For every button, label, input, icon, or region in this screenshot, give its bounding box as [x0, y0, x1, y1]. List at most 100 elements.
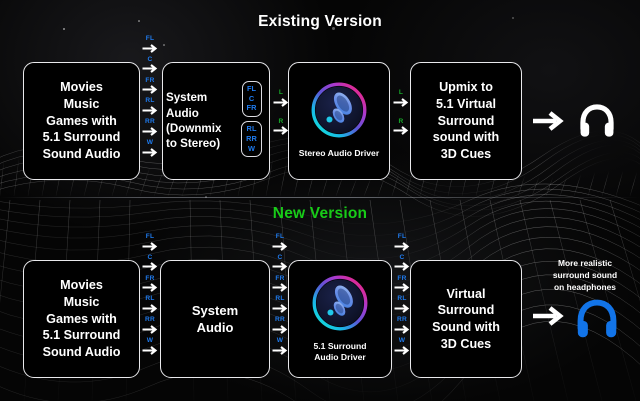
- channel-label: FR: [145, 76, 155, 84]
- new-output-arrow-icon: [532, 305, 566, 327]
- channel-label: C: [147, 55, 153, 63]
- existing-arrow-in-fl: FL: [142, 35, 159, 53]
- arrow-right-icon: [142, 64, 159, 74]
- new-system-audio-text: System Audio: [191, 302, 239, 335]
- arrow-right-icon: [393, 97, 410, 107]
- new-arrow-mid-c: C: [272, 254, 289, 272]
- existing-output-arrow-icon: [532, 110, 566, 132]
- new-headphones-icon: [575, 298, 619, 340]
- sparkle: [205, 196, 207, 198]
- arrow-right-icon: [142, 345, 159, 355]
- channel-label: FR: [145, 274, 155, 282]
- channel-label: RR: [145, 316, 155, 324]
- channel-label: RR: [275, 316, 285, 324]
- channel-label: RL: [145, 295, 155, 303]
- arrow-right-icon: [273, 97, 290, 107]
- new-arrow-out-w: W: [394, 337, 411, 355]
- existing-arrow-upmix-r: R: [393, 117, 410, 136]
- arrow-right-icon: [142, 126, 159, 136]
- new-arrow-mid-rr: RR: [272, 317, 289, 334]
- existing-arrow-upmix-l: L: [393, 89, 410, 107]
- new-arrow-in-rl: RL: [142, 296, 159, 313]
- new-system-audio-box: System Audio: [160, 260, 270, 378]
- new-arrow-mid-fr: FR: [272, 274, 289, 293]
- new-output-caption: More realistic surround sound on headpho…: [552, 258, 618, 292]
- arrow-right-icon: [142, 43, 159, 53]
- existing-channel-arrows-in: FL C FR RL RR W: [138, 35, 162, 157]
- channel-badge-w: W: [248, 143, 256, 153]
- channel-label: FL: [145, 35, 155, 42]
- channel-label: RL: [145, 97, 155, 105]
- new-driver-box: 5.1 Surround Audio Driver: [288, 260, 392, 378]
- existing-arrow-stereo-r: R: [273, 117, 290, 136]
- new-arrow-out-rl: RL: [394, 296, 411, 313]
- arrow-right-icon: [394, 241, 411, 251]
- new-arrow-in-w: W: [142, 336, 159, 355]
- arrow-right-icon: [273, 126, 290, 136]
- existing-driver-caption: Stereo Audio Driver: [298, 148, 380, 159]
- channel-badge-c: C: [248, 93, 255, 103]
- new-source-box: Movies Music Games with 5.1 Surround Sou…: [23, 260, 140, 378]
- channel-label: RL: [275, 295, 285, 303]
- channel-label: L: [398, 89, 404, 96]
- arrow-right-icon: [142, 283, 159, 292]
- new-arrow-out-fr: FR: [394, 274, 411, 293]
- arrow-right-icon: [393, 126, 410, 136]
- new-arrow-mid-rl: RL: [272, 296, 289, 313]
- channel-label: C: [399, 253, 405, 261]
- arrow-right-icon: [272, 304, 289, 313]
- existing-headphones-icon: [578, 103, 616, 139]
- arrow-right-icon: [142, 324, 159, 334]
- existing-arrow-in-rl: RL: [142, 98, 159, 115]
- channel-badge-fr: FR: [246, 103, 257, 113]
- channel-badge-rl: RL: [246, 124, 257, 134]
- existing-arrow-in-rr: RR: [142, 119, 159, 136]
- new-arrow-mid-w: W: [272, 337, 289, 355]
- arrow-right-icon: [272, 262, 289, 272]
- surround-sound-app-icon: [311, 82, 367, 143]
- new-source-text: Movies Music Games with 5.1 Surround Sou…: [42, 278, 121, 359]
- existing-source-text: Movies Music Games with 5.1 Surround Sou…: [42, 80, 121, 161]
- section-title-existing: Existing Version: [258, 13, 382, 30]
- new-virtual-surround-box: Virtual Surround Sound with 3D Cues: [410, 260, 522, 378]
- new-arrow-out-rr: RR: [394, 317, 411, 334]
- arrow-right-icon: [394, 324, 411, 334]
- channel-label: W: [146, 138, 154, 146]
- existing-upmix-text: Upmix to 5.1 Virtual Surround sound with…: [432, 80, 500, 161]
- channel-label: W: [146, 336, 154, 344]
- channel-label: RR: [397, 316, 407, 324]
- arrow-right-icon: [272, 241, 289, 251]
- channel-label: R: [278, 117, 284, 125]
- new-driver-caption: 5.1 Surround Audio Driver: [313, 340, 367, 362]
- channel-badge-rr: RR: [246, 133, 257, 143]
- new-arrow-in-rr: RR: [142, 317, 159, 334]
- new-channel-arrows-mid: FL C FR RL RR W: [268, 233, 292, 355]
- section-title-new: New Version: [272, 205, 368, 222]
- new-arrow-in-fr: FR: [142, 274, 159, 293]
- surround-sound-app-icon: [312, 275, 368, 336]
- existing-arrow-in-w: W: [142, 138, 159, 157]
- new-arrow-mid-fl: FL: [272, 233, 289, 251]
- new-virtual-surround-text: Virtual Surround Sound with 3D Cues: [432, 286, 500, 351]
- channel-label: R: [398, 117, 404, 125]
- section-divider: [0, 197, 640, 198]
- arrow-right-icon: [394, 304, 411, 313]
- channel-label: FL: [145, 233, 155, 240]
- arrow-right-icon: [272, 283, 289, 292]
- arrow-right-icon: [272, 324, 289, 334]
- arrow-right-icon: [394, 345, 411, 355]
- existing-arrow-stereo-l: L: [273, 89, 290, 107]
- channel-label: FR: [275, 274, 285, 282]
- arrow-right-icon: [142, 304, 159, 313]
- new-arrow-in-fl: FL: [142, 233, 159, 251]
- arrow-right-icon: [142, 106, 159, 115]
- channel-label: FR: [397, 274, 407, 282]
- arrow-right-icon: [272, 345, 289, 355]
